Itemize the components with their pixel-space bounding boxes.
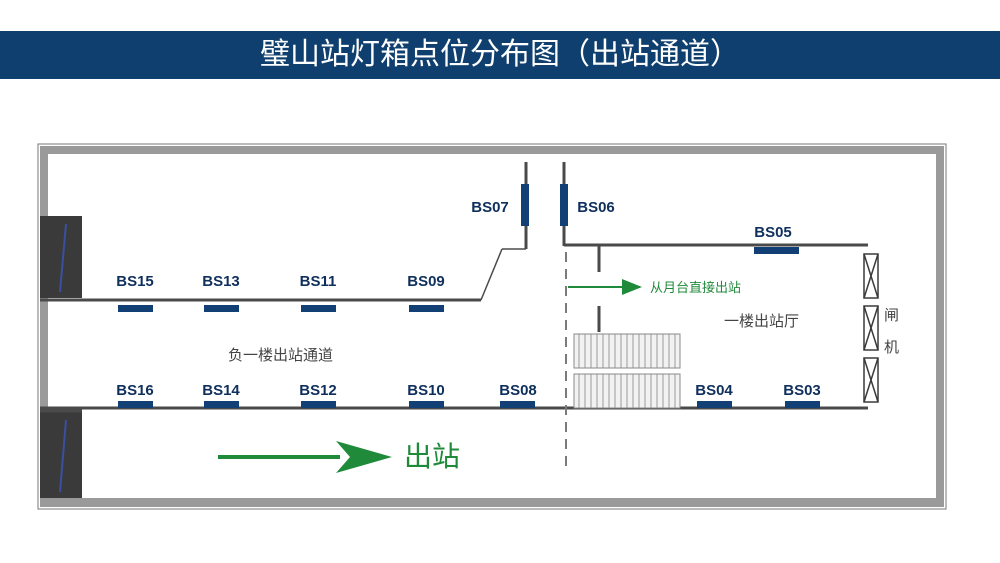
lightbox-label-bs11: BS11 [300,273,337,290]
lightbox-label-bs03: BS03 [783,382,821,399]
left-stair-lower [40,412,82,498]
lightbox-label-bs13: BS13 [202,273,240,290]
lightbox-bs05 [754,247,799,254]
platform-exit-label: 从月台直接出站 [650,280,741,296]
lightbox-bs11 [301,305,336,312]
lightbox-label-bs07: BS07 [471,199,509,216]
corridor-walls [40,162,868,413]
lightbox-label-bs08: BS08 [499,382,537,399]
title-bar [0,31,1000,79]
hall-label: 一楼出站厅 [724,312,799,330]
gate-label-1: 闸 [884,306,899,324]
exit-label: 出站 [404,440,460,473]
lightbox-bs03 [785,401,820,408]
outer-walls [37,143,947,510]
lightbox-bs06 [560,184,568,226]
escalator-2 [573,373,681,409]
gate-machines [863,253,879,403]
lightbox-bs09 [409,305,444,312]
lightbox-label-bs05: BS05 [754,224,792,241]
page-title: 璧山站灯箱点位分布图（出站通道） [260,37,740,72]
lightbox-label-bs15: BS15 [116,273,154,290]
lightbox-bs10 [409,401,444,408]
lightbox-bs14 [204,401,239,408]
lightbox-bs15 [118,305,153,312]
lightbox-markers [118,184,820,408]
exit-arrow [218,441,392,473]
lightbox-bs08 [500,401,535,408]
gate-label-2: 机 [884,338,899,356]
left-stair-upper [40,216,82,298]
lightbox-bs16 [118,401,153,408]
escalator-1 [573,333,681,369]
lightbox-bs07 [521,184,529,226]
lightbox-label-bs10: BS10 [407,382,445,399]
lightbox-label-bs09: BS09 [407,273,445,290]
lightbox-label-bs12: BS12 [299,382,337,399]
lightbox-bs13 [204,305,239,312]
lightbox-bs04 [697,401,732,408]
lightbox-label-bs04: BS04 [695,382,733,399]
corridor-label: 负一楼出站通道 [228,346,333,364]
lightbox-bs12 [301,401,336,408]
lightbox-label-bs14: BS14 [202,382,240,399]
lightbox-label-bs16: BS16 [116,382,154,399]
lightbox-label-bs06: BS06 [577,199,615,216]
